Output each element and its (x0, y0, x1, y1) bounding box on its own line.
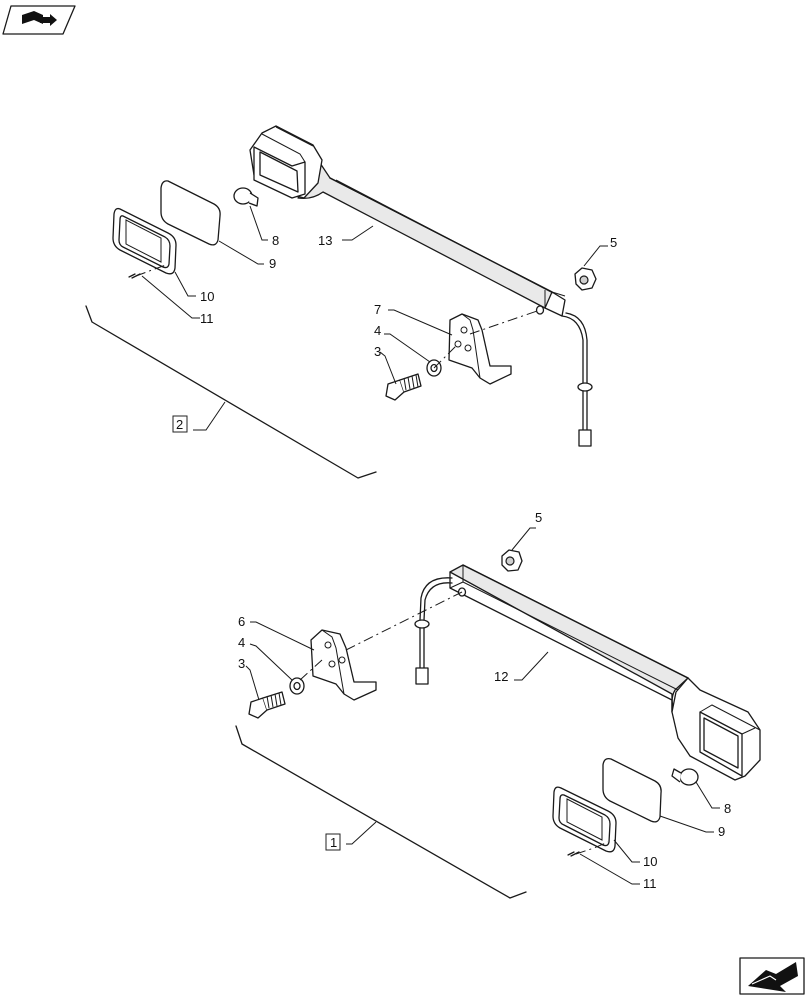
bulb-8-top (233, 187, 259, 207)
callout-13: 13 (318, 233, 332, 248)
gasket-9-top (160, 180, 221, 246)
callout-3-bottom: 3 (238, 656, 245, 671)
centerline-bottom (299, 591, 463, 681)
callout-3-top: 3 (374, 344, 381, 359)
leader-lines-top (85, 205, 608, 479)
callout-9-top: 9 (269, 256, 276, 271)
next-page-arrow-icon[interactable] (739, 957, 805, 995)
leader-lines-bottom (235, 527, 720, 899)
callout-6: 6 (238, 614, 245, 629)
nut-5-bottom (501, 549, 523, 572)
assembly-label-2: 2 (176, 417, 183, 432)
callout-5-top: 5 (610, 235, 617, 250)
lamp-arm-12 (449, 564, 761, 781)
bracket-6 (310, 629, 377, 701)
assembly-callout-1[interactable]: 1 (325, 833, 341, 851)
assembly-2: 8 9 10 11 13 5 7 4 3 2 (85, 125, 617, 479)
gasket-9-bottom (602, 757, 662, 823)
assembly-label-1: 1 (330, 835, 337, 850)
centerline-top (433, 309, 541, 369)
callout-4-bottom: 4 (238, 635, 245, 650)
assembly-1: 5 6 4 3 12 8 9 10 11 1 (235, 510, 761, 899)
callout-11-bottom: 11 (643, 876, 657, 891)
callout-11-top: 11 (200, 311, 214, 326)
callout-4-top: 4 (374, 323, 381, 338)
washer-4-bottom (289, 677, 305, 695)
lamp-arm-13 (249, 125, 566, 317)
callout-12: 12 (494, 669, 508, 684)
lens-frame-10-top (112, 207, 177, 275)
bolt-3-top (385, 373, 422, 401)
wire-harness-bottom (414, 577, 453, 685)
assembly-callout-2[interactable]: 2 (172, 415, 188, 433)
callout-8-top: 8 (272, 233, 279, 248)
callout-9-bottom: 9 (718, 824, 725, 839)
bracket-7 (448, 313, 512, 385)
screw-11-top (128, 264, 167, 279)
callout-10-top: 10 (200, 289, 214, 304)
nut-5-top (574, 267, 597, 291)
callout-10-bottom: 10 (643, 854, 657, 869)
callout-8-bottom: 8 (724, 801, 731, 816)
lens-frame-10-bottom (552, 786, 617, 853)
callout-5-bottom: 5 (535, 510, 542, 525)
wire-harness-top (561, 312, 593, 447)
screw-11-bottom (567, 841, 609, 857)
bulb-8-bottom (671, 768, 699, 786)
callout-7: 7 (374, 302, 381, 317)
book-open-arrow-icon[interactable] (2, 5, 76, 35)
bolt-3-bottom (248, 691, 286, 719)
